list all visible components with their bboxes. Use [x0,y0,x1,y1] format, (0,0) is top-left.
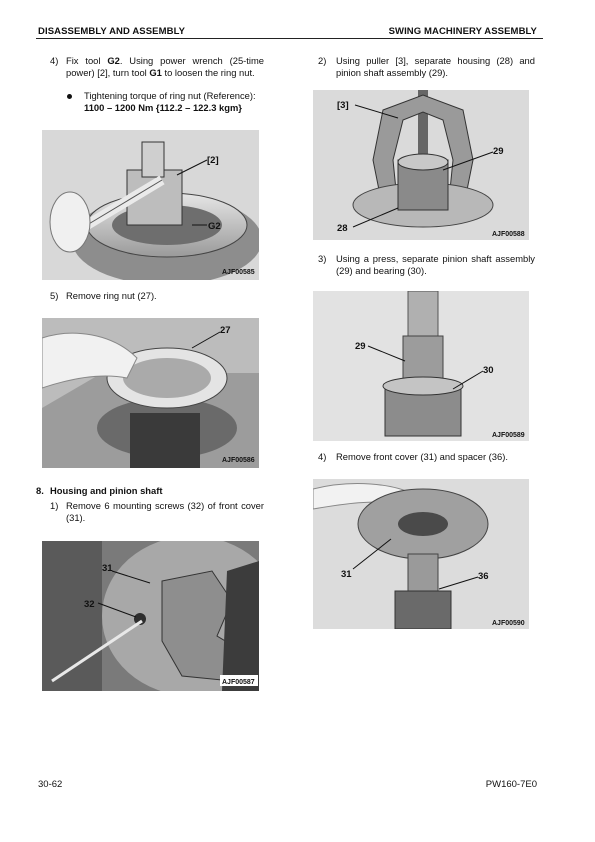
step-3-number: 3) [318,253,327,264]
fig6-label-36: 36 [478,571,489,582]
figure-ajf00589: 29 30 AJF00589 [313,291,529,441]
figure-ajf00586: 27 AJF00586 [42,318,259,468]
fig5-code: AJF00589 [492,432,525,439]
fig2-label-27: 27 [220,325,231,336]
fig1-code: AJF00585 [222,269,255,276]
fig6-label-31: 31 [341,569,352,580]
section-8-number: 8. [36,485,44,496]
tool-g2-ref: G2 [107,55,120,66]
fig2-code: AJF00586 [222,457,255,464]
fig5-label-30: 30 [483,365,494,376]
step-4-number: 4) [50,55,59,66]
fig3-code: AJF00587 [222,679,255,686]
fig4-label-29: 29 [493,146,504,157]
step-3-text: Using a press, separate pinion shaft ass… [336,253,535,276]
header-chapter-title: SWING MACHINERY ASSEMBLY [388,26,537,37]
step-4-text: Fix tool G2. Using power wrench (25-time… [66,55,264,78]
figure-ajf00585: [2] G2 AJF00585 [42,130,259,280]
tool-g1-ref: G1 [149,67,162,78]
step-4b-text: Remove front cover (31) and spacer (36). [336,451,508,462]
header-section-title: DISASSEMBLY AND ASSEMBLY [38,26,186,37]
fig4-code: AJF00588 [492,231,525,238]
step-2-number: 2) [318,55,327,66]
fig6-code: AJF00590 [492,620,525,627]
figure-ajf00587: 31 32 AJF00587 [42,541,259,691]
fig1-label-tool-2: [2] [207,155,219,166]
step-2-text: Using puller [3], separate housing (28) … [336,55,535,78]
step-5-number: 5) [50,290,59,301]
header-rule [36,38,543,39]
step-1-number: 1) [50,500,59,511]
section-8-title: Housing and pinion shaft [50,485,163,496]
figure-ajf00588: [3] 29 28 AJF00588 [313,90,529,240]
model-code: PW160-7E0 [485,779,537,790]
fig5-label-29: 29 [355,341,366,352]
figure-ajf00590: 31 36 AJF00590 [313,479,529,629]
fig4-label-28: 28 [337,223,348,234]
step-1-text: Remove 6 mounting screws (32) of front c… [66,500,264,523]
fig3-label-31: 31 [102,563,113,574]
step-4b-number: 4) [318,451,327,462]
page-number: 30-62 [38,779,63,790]
fig4-label-puller-3: [3] [337,100,349,111]
fig1-label-g2: G2 [208,221,221,232]
torque-note: Tightening torque of ring nut (Reference… [84,90,256,101]
torque-value: 1100 – 1200 Nm {112.2 – 122.3 kgm} [84,102,242,113]
fig3-label-32: 32 [84,599,95,610]
step-5-text: Remove ring nut (27). [66,290,157,301]
bullet-icon [67,94,72,99]
